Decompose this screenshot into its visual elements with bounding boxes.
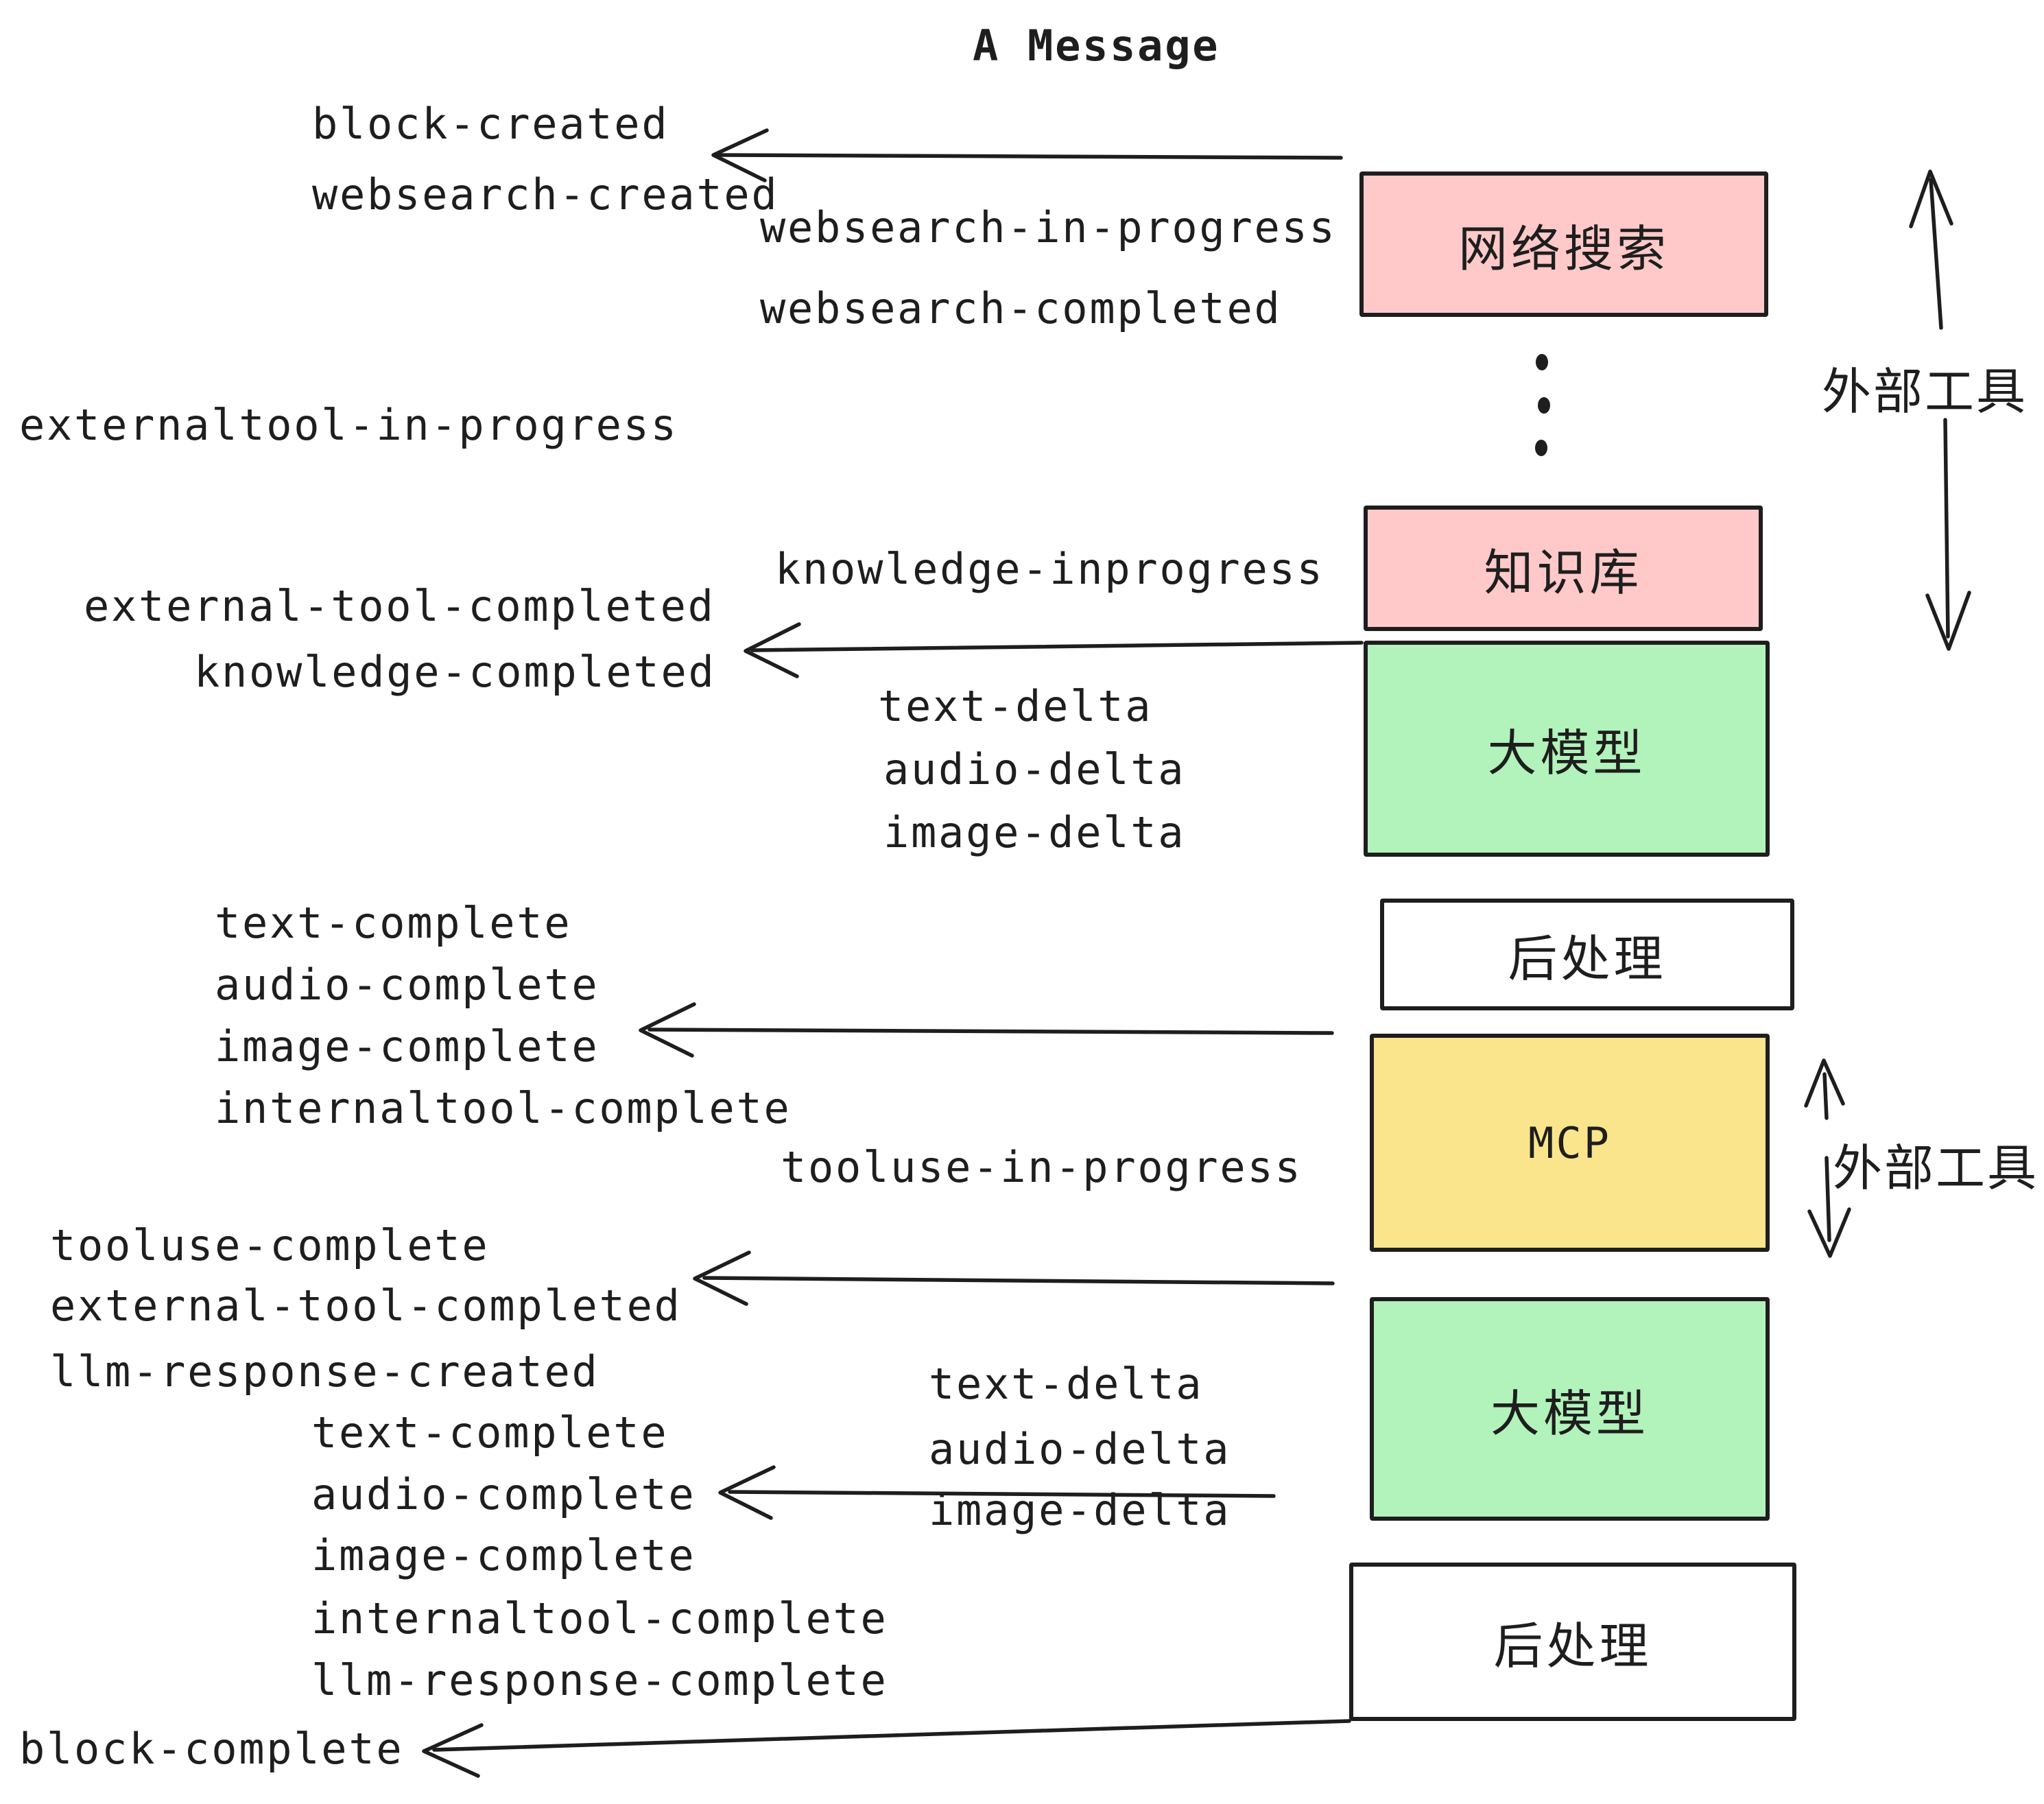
- box-postprocess-2: 后处理: [1349, 1563, 1796, 1721]
- event-llm-response-created: llm-response-created: [50, 1346, 599, 1397]
- external-tools-top-down-arrow-line: [1943, 418, 1950, 639]
- event-knowledge-inprogress: knowledge-inprogress: [775, 544, 1324, 594]
- event-block-created: block-created: [312, 99, 669, 149]
- arrow-knowledge-completed-line: [750, 641, 1364, 652]
- external-tools-bottom-down-arrow-line: [1825, 1156, 1831, 1242]
- event-externaltool-in-progress: externaltool-in-progress: [19, 400, 678, 450]
- event-audio-complete-1: audio-complete: [215, 960, 599, 1010]
- box-postprocess-2-label: 后处理: [1493, 1617, 1652, 1675]
- event-tooluse-complete: tooluse-complete: [50, 1220, 490, 1270]
- event-llm-response-complete: llm-response-complete: [311, 1655, 888, 1705]
- event-audio-delta-2: audio-delta: [929, 1424, 1231, 1474]
- arrow-knowledge-completed-head: [744, 622, 801, 678]
- external-tools-label-top: 外部工具: [1822, 363, 2028, 420]
- external-tools-bottom-up-arrow-line: [1822, 1072, 1829, 1120]
- event-websearch-in-progress: websearch-in-progress: [760, 202, 1337, 252]
- event-text-delta-2: text-delta: [929, 1359, 1204, 1409]
- event-websearch-completed: websearch-completed: [760, 283, 1282, 333]
- box-llm-1: 大模型: [1364, 641, 1770, 857]
- event-audio-complete-2: audio-complete: [311, 1469, 696, 1519]
- event-tooluse-in-progress: tooluse-in-progress: [781, 1142, 1303, 1192]
- arrow-tooluse-complete-head: [693, 1250, 751, 1306]
- event-text-complete-2: text-complete: [311, 1408, 669, 1458]
- external-tools-bottom-up-arrow-head: [1804, 1058, 1845, 1108]
- box-knowledge-base: 知识库: [1364, 506, 1763, 631]
- box-llm-2-label: 大模型: [1490, 1384, 1649, 1443]
- external-tools-top-up-arrow-line: [1929, 178, 1943, 330]
- event-external-tool-completed-2: external-tool-completed: [50, 1281, 682, 1331]
- event-image-complete-1: image-complete: [215, 1021, 599, 1071]
- event-websearch-created: websearch-created: [312, 169, 779, 219]
- external-tools-bottom-down-arrow-head: [1807, 1207, 1851, 1258]
- event-text-complete-1: text-complete: [215, 898, 572, 948]
- arrow-tooluse-complete-line: [702, 1276, 1335, 1285]
- arrow-block-complete-head: [422, 1723, 484, 1778]
- box-llm-1-label: 大模型: [1487, 724, 1646, 782]
- event-external-tool-completed-1: external-tool-completed: [84, 581, 715, 631]
- event-image-delta-2: image-delta: [929, 1485, 1231, 1535]
- event-block-complete: block-complete: [19, 1724, 404, 1774]
- diagram-title: A Message: [973, 21, 1220, 71]
- event-internaltool-complete-1: internaltool-complete: [215, 1083, 792, 1133]
- event-text-delta-1: text-delta: [878, 681, 1153, 731]
- box-postprocess-1-label: 后处理: [1508, 930, 1667, 988]
- event-audio-delta-1: audio-delta: [883, 744, 1186, 794]
- box-websearch: 网络搜索: [1359, 171, 1768, 317]
- box-postprocess-1: 后处理: [1380, 899, 1794, 1010]
- arrow-block-complete-line: [432, 1719, 1351, 1752]
- external-tools-top-up-arrow-head: [1909, 169, 1953, 228]
- arrow-block-created-head: [711, 128, 769, 182]
- event-knowledge-completed: knowledge-completed: [194, 647, 716, 697]
- event-image-delta-1: image-delta: [883, 807, 1186, 857]
- arrow-audio-complete-line: [728, 1490, 1276, 1498]
- external-tools-label-bottom: 外部工具: [1833, 1139, 2039, 1197]
- arrow-audio-complete-head: [718, 1465, 776, 1520]
- box-knowledge-base-label: 知识库: [1484, 544, 1643, 602]
- arrow-image-complete-head: [639, 1002, 696, 1058]
- box-websearch-label: 网络搜索: [1458, 219, 1669, 278]
- arrow-block-created-line: [717, 153, 1343, 160]
- box-mcp: MCP: [1370, 1034, 1770, 1252]
- arrow-image-complete-line: [647, 1028, 1334, 1035]
- box-llm-2: 大模型: [1370, 1297, 1770, 1521]
- box-mcp-label: MCP: [1528, 1117, 1611, 1168]
- vertical-dots-icon: [1535, 354, 1550, 456]
- event-image-complete-2: image-complete: [311, 1530, 696, 1580]
- external-tools-top-down-arrow-head: [1925, 591, 1971, 651]
- event-internaltool-complete-2: internaltool-complete: [311, 1593, 888, 1643]
